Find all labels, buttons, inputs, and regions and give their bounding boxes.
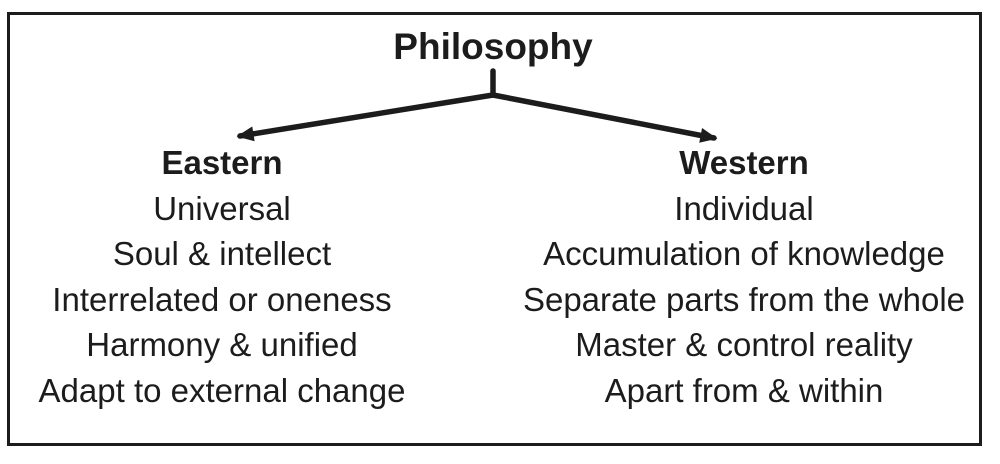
eastern-item: Soul & intellect — [112, 235, 332, 272]
western-item: Individual — [674, 189, 814, 227]
western-column: Western Individual Accumulation of knowl… — [495, 140, 993, 413]
western-item: Apart from & within — [604, 371, 884, 409]
diagram-title: Philosophy — [393, 26, 593, 67]
eastern-item: Adapt to external change — [38, 371, 406, 409]
eastern-heading: Eastern — [161, 144, 283, 181]
eastern-item: Universal — [153, 189, 291, 227]
eastern-item: Harmony & unified — [86, 326, 358, 363]
western-heading: Western — [679, 144, 809, 181]
western-item: Separate parts from the whole — [522, 280, 966, 318]
western-item: Master & control reality — [575, 326, 913, 363]
western-item: Accumulation of knowledge — [543, 235, 945, 272]
eastern-column: Eastern Universal Soul & intellect Inter… — [15, 140, 429, 413]
eastern-item: Interrelated or oneness — [52, 280, 392, 318]
